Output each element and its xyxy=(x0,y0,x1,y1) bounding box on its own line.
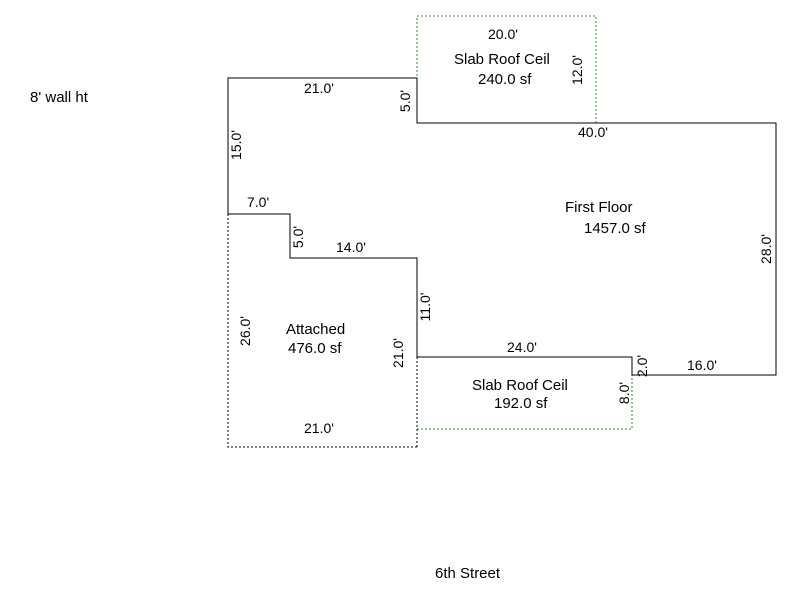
dim-slab-bottom-right: 8.0' xyxy=(616,382,632,404)
dim-right-side: 28.0' xyxy=(758,234,774,264)
dim-slab-bottom-top: 24.0' xyxy=(507,339,537,355)
first-floor-area: 1457.0 sf xyxy=(584,220,647,237)
slab-roof-top-outline xyxy=(416,15,597,124)
dim-bottom-right-run: 16.0' xyxy=(687,357,717,373)
dim-attached-left: 26.0' xyxy=(237,316,253,346)
attached-area: 476.0 sf xyxy=(288,340,342,357)
first-floor-walls xyxy=(227,77,777,376)
street-label: 6th Street xyxy=(435,565,501,582)
dim-left-upper: 15.0' xyxy=(228,130,244,160)
dim-slab-top-depth: 12.0' xyxy=(569,55,585,85)
attached-name: Attached xyxy=(286,321,345,338)
dim-main-top-right: 40.0' xyxy=(578,124,608,140)
dim-mid-run: 14.0' xyxy=(336,239,366,255)
dim-slab-top-width: 20.0' xyxy=(488,26,518,42)
attached-outline xyxy=(227,214,417,448)
dim-left-notch-depth: 5.0' xyxy=(290,226,306,248)
dim-attached-bottom: 21.0' xyxy=(304,420,334,436)
slab-top-name: Slab Roof Ceil xyxy=(454,51,550,68)
dim-step-top: 5.0' xyxy=(397,90,413,112)
dim-left-notch-width: 7.0' xyxy=(247,194,269,210)
slab-top-area: 240.0 sf xyxy=(478,71,532,88)
slab-bottom-name: Slab Roof Ceil xyxy=(472,377,568,394)
dim-main-top-left: 21.0' xyxy=(304,80,334,96)
wall-height-note: 8' wall ht xyxy=(30,89,89,106)
dim-inner-vertical: 11.0' xyxy=(417,293,433,322)
slab-bottom-area: 192.0 sf xyxy=(494,395,548,412)
dim-small-step: 2.0' xyxy=(634,355,650,377)
first-floor-name: First Floor xyxy=(565,199,633,216)
dim-attached-right: 21.0' xyxy=(390,338,406,368)
